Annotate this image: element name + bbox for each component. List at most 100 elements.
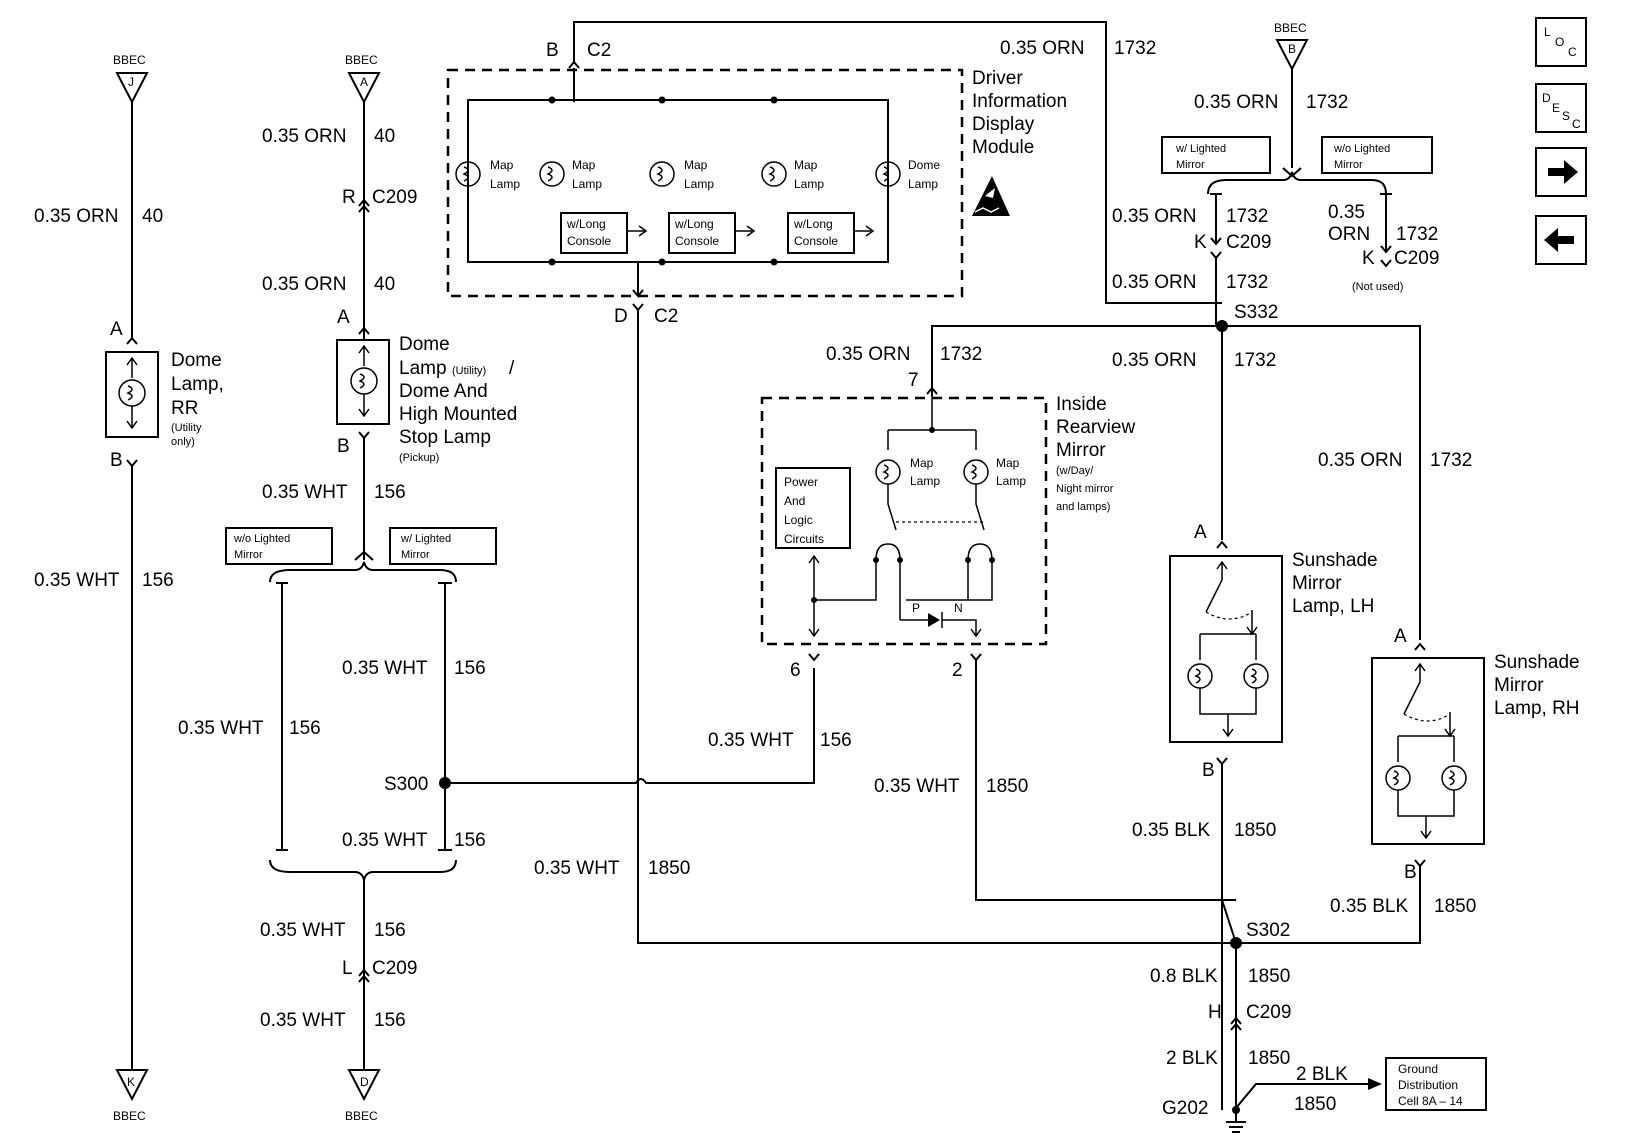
dome-chmsl-slash: / bbox=[509, 358, 515, 379]
wire-color: 0.35 BLK bbox=[1132, 820, 1210, 841]
circuit-number: 1850 bbox=[1248, 966, 1290, 987]
pin-label: A bbox=[110, 319, 123, 340]
bbec-connector-d bbox=[347, 1069, 381, 1102]
circuit-number: 40 bbox=[374, 126, 395, 147]
option-label-2: Console bbox=[567, 234, 611, 248]
circuit-number: 40 bbox=[142, 206, 163, 227]
dome-chmsl-label: Dome bbox=[399, 334, 450, 355]
wire-color: 0.35 BLK bbox=[1330, 896, 1408, 917]
circuit-number: 1732 bbox=[1234, 350, 1276, 371]
pin-label: K bbox=[1362, 248, 1375, 269]
arrow-right-icon bbox=[1548, 160, 1578, 184]
mirror-label: Inside bbox=[1056, 394, 1107, 415]
loc-letter-3: C bbox=[1568, 45, 1577, 59]
lamp-label: Map bbox=[996, 456, 1020, 470]
ground-distribution-cell-box bbox=[1385, 1057, 1487, 1111]
option-label-2: Mirror bbox=[1334, 159, 1363, 171]
wire-color: 0.35 WHT bbox=[874, 776, 960, 797]
arrow-right-icon bbox=[1368, 1078, 1382, 1090]
long-console-option-1: w/Long Console bbox=[560, 212, 648, 254]
dim-map-lamp-2: Map Lamp bbox=[539, 158, 602, 191]
not-used-note: (Not used) bbox=[1352, 281, 1403, 293]
wire-color: 0.35 ORN bbox=[262, 274, 346, 295]
wire-color: 0.35 ORN bbox=[1112, 272, 1196, 293]
circuit-number: 1850 bbox=[1434, 896, 1476, 917]
sunshade-mirror-lamp-rh: A Sunshade Mirror Lamp, RH B 0.35 BLK 18… bbox=[1236, 626, 1580, 944]
dome-chmsl-label-3: Dome And bbox=[399, 381, 488, 402]
wire-color: 0.35 WHT bbox=[342, 658, 428, 679]
option-label: w/ Lighted bbox=[400, 533, 451, 545]
option-label: w/ Lighted bbox=[1175, 143, 1226, 155]
inline-connector-c209: C209 bbox=[372, 958, 417, 979]
wire-color: 0.35 bbox=[1328, 202, 1365, 223]
option-label: w/o Lighted bbox=[1333, 143, 1390, 155]
wire-1850-dim-ground bbox=[637, 310, 1236, 944]
splice-s302-label: S302 bbox=[1246, 920, 1290, 941]
pin-label: D bbox=[614, 306, 628, 327]
circuit-number: 1850 bbox=[1234, 820, 1276, 841]
lamp-bulb-icon bbox=[1385, 765, 1411, 791]
pin-label: A bbox=[1194, 522, 1207, 543]
sunshade-mirror-lamp-lh: A Sunshade Mirror Lamp, LH B 0.35 BLK 18… bbox=[1132, 522, 1378, 1110]
wire-color: 0.35 WHT bbox=[34, 570, 120, 591]
lamp-label-2: Lamp bbox=[996, 474, 1026, 488]
wire-color: 0.35 ORN bbox=[1000, 38, 1084, 59]
dome-chmsl-label-5: Stop Lamp bbox=[399, 427, 491, 448]
wire-156-to-mirror bbox=[445, 668, 815, 784]
lamp-label-2: Lamp bbox=[908, 177, 938, 191]
mirror-label-3: Mirror bbox=[1056, 440, 1106, 461]
next-page-button[interactable] bbox=[1535, 147, 1587, 197]
wire-color: 2 BLK bbox=[1296, 1064, 1348, 1085]
pin-label: B bbox=[110, 450, 123, 471]
wire-color: 0.35 ORN bbox=[1318, 450, 1402, 471]
circuit-number: 1732 bbox=[1306, 92, 1348, 113]
connector-d-label: D bbox=[360, 1075, 369, 1089]
dome-lamp-rr-note-2: only) bbox=[171, 436, 195, 448]
inline-connector-c209: C209 bbox=[1246, 1002, 1291, 1023]
sunshade-rh-label: Sunshade bbox=[1494, 652, 1580, 673]
desc-button[interactable]: D E S C bbox=[1535, 83, 1587, 133]
circuit-number: 1732 bbox=[940, 344, 982, 365]
sunshade-lh-label-3: Lamp, LH bbox=[1292, 596, 1374, 617]
circuit-number: 156 bbox=[374, 482, 406, 503]
orn-1732-feed: BBEC B 0.35 ORN 1732 w/ Lighted Mirror w… bbox=[1112, 21, 1472, 640]
option-without-lighted-mirror bbox=[1321, 136, 1433, 174]
lamp-label-2: Lamp bbox=[572, 177, 602, 191]
mirror-label-2: Rearview bbox=[1056, 417, 1135, 438]
connector-b-label: B bbox=[1288, 42, 1296, 56]
dome-chmsl-circuit: BBEC A 0.35 ORN 40 R C209 0.35 ORN 40 A … bbox=[178, 53, 517, 1123]
wire-color: 2 BLK bbox=[1166, 1048, 1218, 1069]
bbec-label: BBEC bbox=[113, 1109, 146, 1123]
sunshade-rh-label-3: Lamp, RH bbox=[1494, 698, 1580, 719]
previous-page-button[interactable] bbox=[1535, 215, 1587, 265]
lamp-bulb-icon bbox=[1441, 765, 1467, 791]
bbec-label: BBEC bbox=[113, 53, 146, 67]
ground-cell-label-3: Cell 8A – 14 bbox=[1398, 1094, 1463, 1108]
wire-color: 0.8 BLK bbox=[1150, 966, 1218, 987]
loc-button[interactable]: L O C bbox=[1535, 17, 1587, 67]
bbec-label: BBEC bbox=[1274, 21, 1307, 35]
dim-module-label-3: Display bbox=[972, 114, 1035, 135]
wire-color-2: ORN bbox=[1328, 224, 1370, 245]
sunshade-rh-box bbox=[1371, 657, 1485, 845]
wire-color: 0.35 ORN bbox=[262, 126, 346, 147]
lamp-label: Map bbox=[794, 158, 818, 172]
circuit-number: 1850 bbox=[1248, 1048, 1290, 1069]
option-without-lighted-mirror bbox=[225, 527, 333, 565]
mirror-note-3: and lamps) bbox=[1056, 501, 1110, 513]
pin-label: B bbox=[337, 436, 350, 457]
power-logic-label: Power bbox=[784, 475, 818, 489]
ground-g202-label: G202 bbox=[1162, 1098, 1208, 1119]
circuit-number: 1850 bbox=[648, 858, 690, 879]
ground-symbol-icon bbox=[1226, 1110, 1246, 1133]
pin-label: H bbox=[1208, 1002, 1222, 1023]
sunshade-lh-box bbox=[1169, 555, 1283, 743]
dim-map-lamp-4: Map Lamp bbox=[761, 158, 824, 191]
loc-letter-2: O bbox=[1555, 35, 1564, 49]
ground-cell-label-2: Distribution bbox=[1398, 1078, 1458, 1092]
circuit-number: 156 bbox=[454, 830, 486, 851]
wire-color: 0.35 WHT bbox=[342, 830, 428, 851]
dome-lamp-rr-label: Dome bbox=[171, 350, 222, 371]
arrow-left-icon bbox=[1544, 228, 1574, 252]
wire-color: 0.35 WHT bbox=[178, 718, 264, 739]
